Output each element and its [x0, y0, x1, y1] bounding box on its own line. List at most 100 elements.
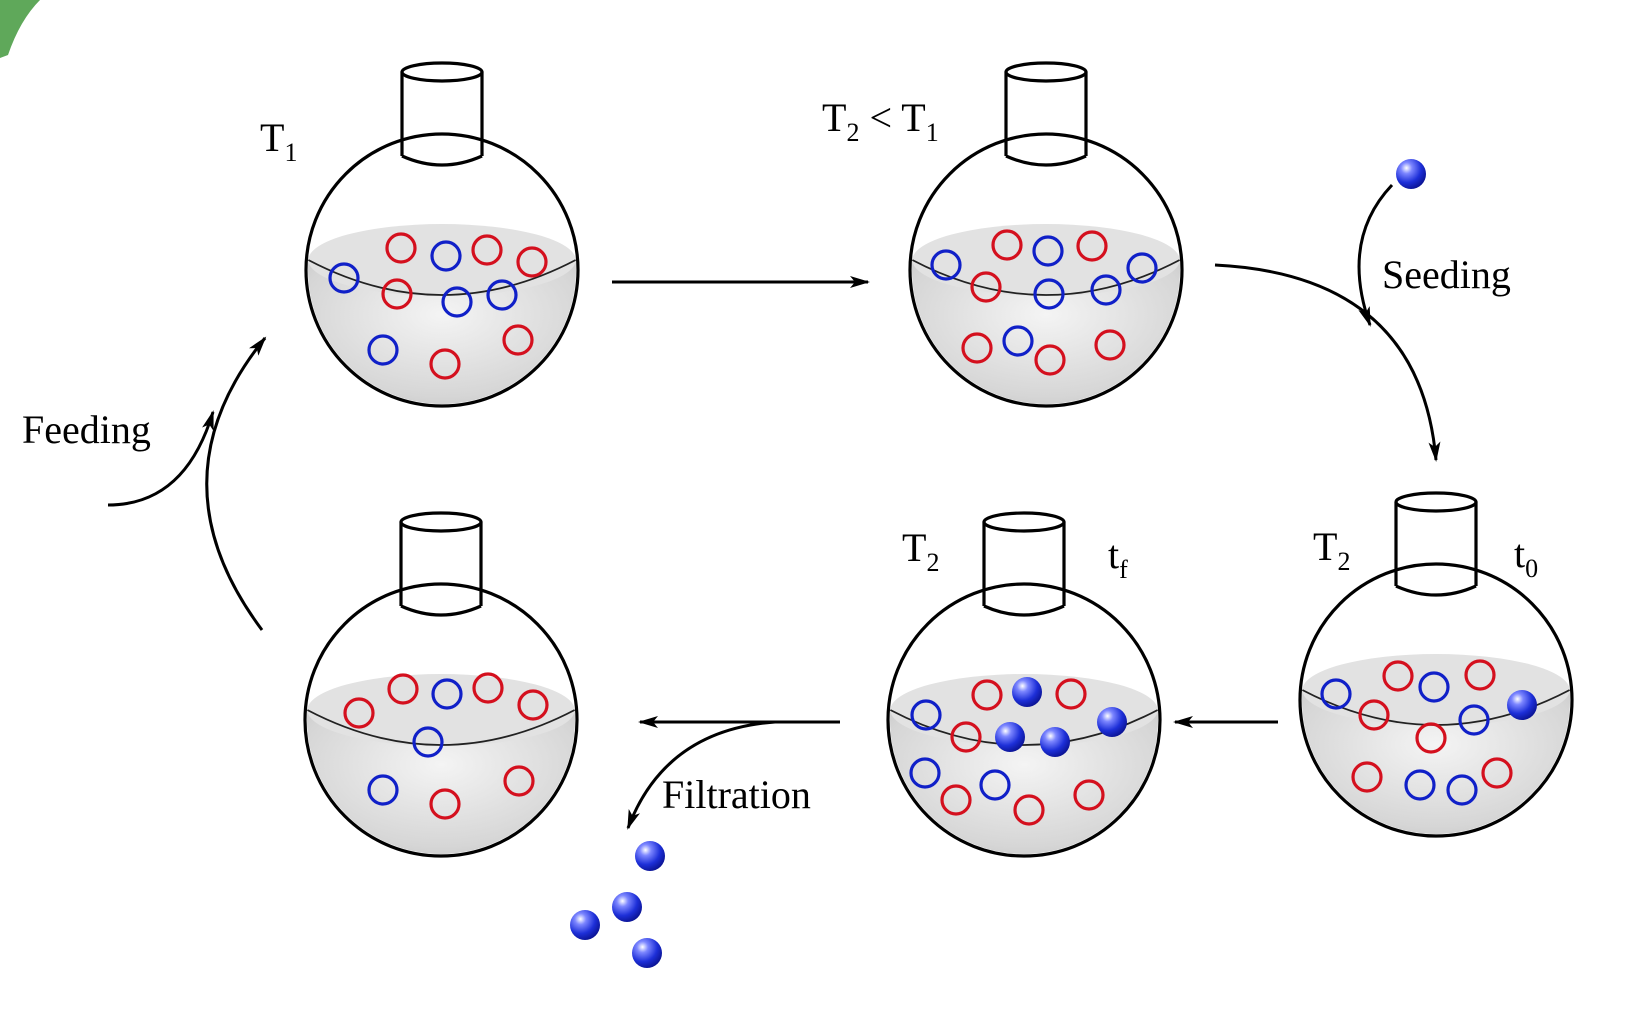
blue-open-circle-icon	[1033, 278, 1065, 310]
blue-open-circle-icon	[430, 240, 462, 272]
label-t2-less-than-t1: T2 < T1	[822, 95, 939, 147]
filtered-crystal-icon	[570, 910, 600, 940]
red-open-circle-icon	[940, 784, 972, 816]
red-open-circle-icon	[1013, 794, 1045, 826]
arrow-feeding-in	[107, 410, 215, 507]
blue-open-circle-icon	[979, 769, 1011, 801]
flask-neck	[1004, 72, 1088, 167]
blue-open-circle-icon	[1032, 235, 1064, 267]
red-open-circle-icon	[971, 679, 1003, 711]
arrow-to-seeding-flask	[1214, 263, 1441, 462]
red-open-circle-icon	[517, 689, 549, 721]
flask-neck	[400, 72, 484, 167]
blue-open-circle-icon	[1002, 325, 1034, 357]
blue-open-circle-icon	[1090, 274, 1122, 306]
flask-bulb-outline	[304, 132, 580, 408]
red-open-circle-icon	[516, 246, 548, 278]
flask-mouth	[1004, 61, 1088, 83]
flask-neck	[399, 522, 483, 617]
red-open-circle-icon	[1358, 699, 1390, 731]
label-filtration: Filtration	[662, 772, 811, 817]
blue-filled-sphere-icon	[995, 722, 1025, 752]
label-feeding: Feeding	[22, 407, 151, 452]
blue-filled-sphere-icon	[1012, 677, 1042, 707]
blue-open-circle-icon	[431, 678, 463, 710]
flask-bulb-outline	[908, 132, 1184, 408]
blue-open-circle-icon	[1320, 678, 1352, 710]
blue-open-circle-icon	[1126, 252, 1158, 284]
red-open-circle-icon	[343, 697, 375, 729]
blue-open-circle-icon	[1418, 671, 1450, 703]
liquid-surface	[912, 224, 1180, 296]
label-t2-seeded: T2	[1313, 524, 1351, 576]
red-open-circle-icon	[429, 348, 461, 380]
arrow-feeding-up	[205, 336, 267, 631]
red-open-circle-icon	[387, 673, 419, 705]
flask-neck	[1394, 502, 1478, 597]
filtered-crystal-icon	[612, 892, 642, 922]
blue-open-circle-icon	[1446, 774, 1478, 806]
red-open-circle-icon	[950, 721, 982, 753]
red-open-circle-icon	[1094, 329, 1126, 361]
label-t0: t0	[1514, 531, 1539, 583]
flask-bulb-outline	[886, 582, 1162, 858]
red-open-circle-icon	[1055, 678, 1087, 710]
blue-open-circle-icon	[930, 249, 962, 281]
flask-mouth	[399, 511, 483, 533]
red-open-circle-icon	[471, 234, 503, 266]
flask-mouth	[1394, 491, 1478, 513]
filtered-crystal-icon	[632, 938, 662, 968]
red-open-circle-icon	[381, 278, 413, 310]
corner-accent-shape	[0, 0, 40, 58]
blue-filled-sphere-icon	[1507, 690, 1537, 720]
red-open-circle-icon	[1464, 659, 1496, 691]
flask-bulb-outline	[303, 582, 579, 858]
flask-mother-liquor	[303, 511, 579, 858]
flask-mouth	[982, 511, 1066, 533]
arrow-filtration-drop	[626, 720, 776, 830]
blue-open-circle-icon	[367, 334, 399, 366]
red-open-circle-icon	[1076, 230, 1108, 262]
flask-cooled-t2	[908, 61, 1184, 408]
red-open-circle-icon	[961, 332, 993, 364]
seed-crystal-icon	[1396, 159, 1426, 189]
blue-open-circle-icon	[909, 757, 941, 789]
red-open-circle-icon	[1481, 757, 1513, 789]
blue-filled-sphere-icon	[1040, 727, 1070, 757]
blue-open-circle-icon	[328, 262, 360, 294]
flask-neck	[982, 522, 1066, 617]
meniscus-line	[911, 259, 1181, 296]
red-open-circle-icon	[1073, 779, 1105, 811]
blue-open-circle-icon	[486, 279, 518, 311]
flask-initial-t1	[304, 61, 580, 408]
liquid-surface	[308, 224, 576, 296]
liquid-surface	[1302, 654, 1570, 726]
red-open-circle-icon	[385, 232, 417, 264]
meniscus-line	[307, 259, 577, 296]
red-open-circle-icon	[1415, 722, 1447, 754]
red-open-circle-icon	[970, 271, 1002, 303]
filtered-crystal-icon	[635, 841, 665, 871]
liquid-surface	[307, 674, 575, 746]
flask-mouth	[400, 61, 484, 83]
red-open-circle-icon	[503, 765, 535, 797]
flask-bulb-outline	[1298, 562, 1574, 838]
red-open-circle-icon	[991, 229, 1023, 261]
red-open-circle-icon	[429, 788, 461, 820]
blue-open-circle-icon	[1458, 704, 1490, 736]
blue-open-circle-icon	[367, 774, 399, 806]
label-t2-crystallized: T2	[902, 525, 940, 577]
blue-open-circle-icon	[441, 286, 473, 318]
red-open-circle-icon	[1351, 761, 1383, 793]
red-open-circle-icon	[1382, 660, 1414, 692]
red-open-circle-icon	[1034, 344, 1066, 376]
blue-open-circle-icon	[412, 726, 444, 758]
arrow-seed-drop	[1357, 183, 1394, 327]
red-open-circle-icon	[472, 672, 504, 704]
red-open-circle-icon	[502, 324, 534, 356]
blue-open-circle-icon	[1404, 769, 1436, 801]
label-tf: tf	[1108, 532, 1128, 584]
label-seeding: Seeding	[1382, 252, 1511, 297]
blue-filled-sphere-icon	[1097, 707, 1127, 737]
